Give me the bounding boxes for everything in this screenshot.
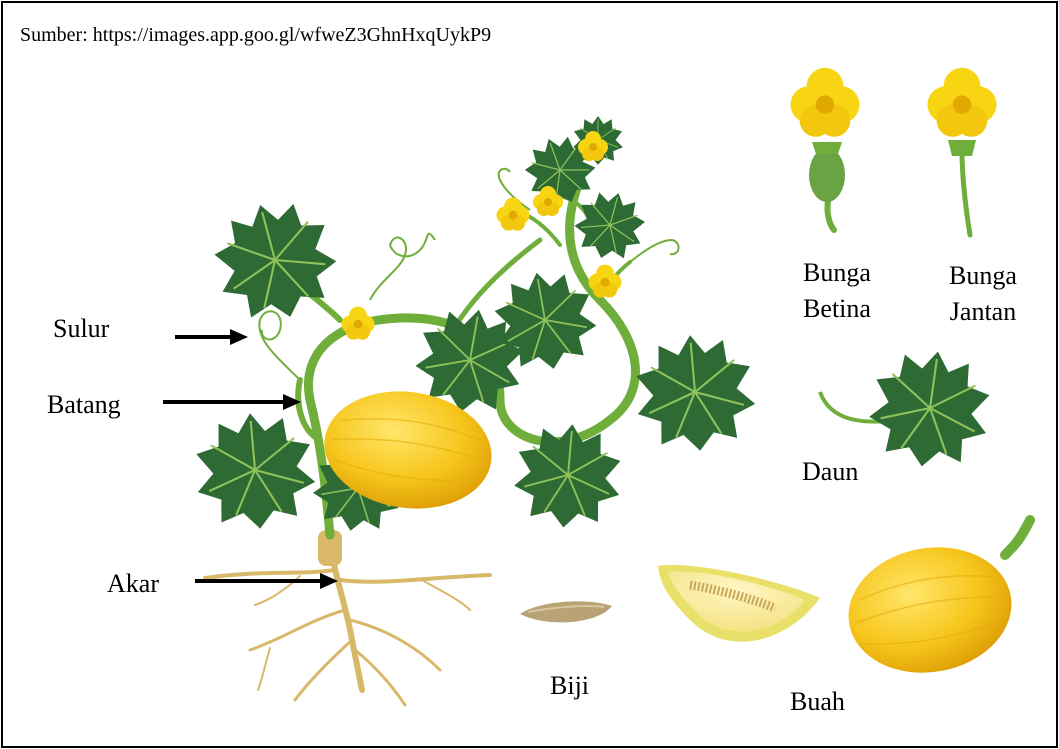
label-bunga-jantan: Bunga Jantan xyxy=(928,258,1038,330)
label-bunga-jantan-line2: Jantan xyxy=(928,294,1038,330)
root-system xyxy=(205,540,490,705)
label-biji: Biji xyxy=(550,668,589,704)
leaf-right xyxy=(631,330,758,456)
whole-fruit-illustration xyxy=(838,520,1030,685)
label-sulur: Sulur xyxy=(53,311,109,347)
sulur-arrow xyxy=(175,329,248,345)
seed-illustration xyxy=(520,601,612,622)
label-buah: Buah xyxy=(790,684,845,720)
fruit-slice-illustration xyxy=(658,565,820,642)
label-daun: Daun xyxy=(802,454,858,490)
male-flower-illustration xyxy=(928,68,997,235)
batang-arrow xyxy=(163,394,301,410)
leaf-bottom-left xyxy=(191,408,318,534)
label-bunga-jantan-line1: Bunga xyxy=(928,258,1038,294)
label-batang: Batang xyxy=(47,387,121,423)
label-bunga-betina: Bunga Betina xyxy=(782,255,892,327)
label-akar: Akar xyxy=(107,566,159,602)
label-bunga-betina-line2: Betina xyxy=(782,291,892,327)
female-flower-illustration xyxy=(791,68,860,230)
label-bunga-betina-line1: Bunga xyxy=(782,255,892,291)
